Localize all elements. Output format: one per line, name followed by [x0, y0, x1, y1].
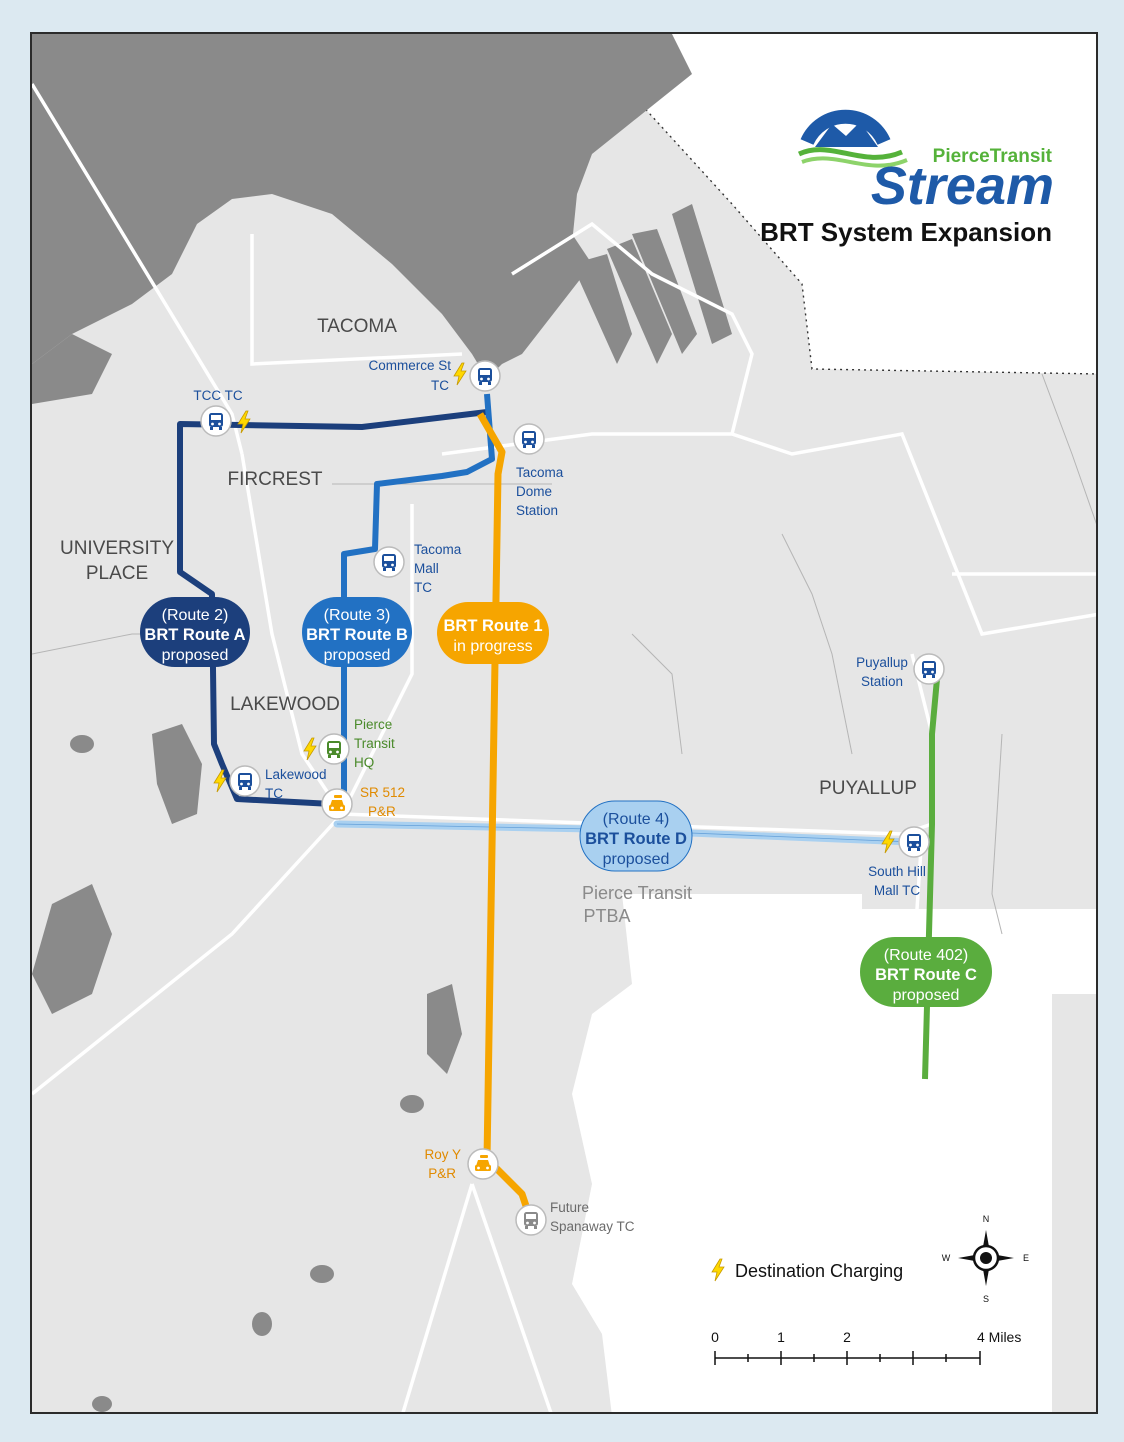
svg-text:BRT Route A: BRT Route A: [144, 626, 245, 644]
svg-text:proposed: proposed: [324, 647, 391, 664]
svg-text:Station: Station: [861, 674, 903, 689]
svg-text:TCC TC: TCC TC: [193, 388, 242, 403]
map-canvas: TACOMA FIRCREST UNIVERSITY PLACE LAKEWOO…: [32, 34, 1096, 1412]
compass-n: N: [983, 1214, 990, 1224]
place-puyallup: PUYALLUP: [819, 778, 917, 799]
legend-charging-label: Destination Charging: [735, 1261, 903, 1281]
stop-tcc-tc[interactable]: TCC TC: [193, 388, 251, 437]
svg-text:South Hill: South Hill: [868, 864, 926, 879]
compass-e: E: [1023, 1253, 1029, 1263]
svg-text:proposed: proposed: [603, 851, 670, 868]
place-place: PLACE: [86, 563, 148, 584]
ptba-boundary: [576, 34, 1096, 375]
svg-text:Roy Y: Roy Y: [424, 1147, 461, 1162]
brand-agency-name: PierceTransit: [933, 146, 1053, 167]
svg-text:Future: Future: [550, 1200, 589, 1215]
route-1-line[interactable]: [476, 412, 536, 1226]
outside-ptba-northeast: [577, 34, 1096, 374]
outside-ptba-edge: [1052, 909, 1096, 994]
svg-text:TC: TC: [431, 378, 449, 393]
lakes: [32, 724, 462, 1412]
svg-text:P&R: P&R: [428, 1166, 456, 1181]
svg-text:BRT Route D: BRT Route D: [585, 830, 687, 848]
svg-text:Mall: Mall: [414, 561, 439, 576]
stop-puyallup-station[interactable]: Puyallup Station: [856, 653, 945, 689]
place-lakewood: LAKEWOOD: [230, 694, 340, 715]
legend: Destination Charging: [711, 1258, 903, 1282]
svg-text:Mall TC: Mall TC: [874, 883, 921, 898]
svg-text:Station: Station: [516, 503, 558, 518]
svg-text:(Route 402): (Route 402): [884, 947, 969, 964]
route-1-pill[interactable]: BRT Route 1 in progress: [437, 602, 549, 664]
svg-text:proposed: proposed: [893, 987, 960, 1004]
svg-text:Lakewood: Lakewood: [265, 767, 327, 782]
scale-label-2: 2: [843, 1329, 851, 1345]
place-fircrest: FIRCREST: [228, 469, 323, 490]
svg-text:BRT Route 1: BRT Route 1: [444, 617, 543, 635]
scale-label-0: 0: [711, 1329, 719, 1345]
place-university: UNIVERSITY: [60, 538, 174, 559]
svg-text:Commerce St: Commerce St: [368, 358, 451, 373]
route-a-pill[interactable]: (Route 2) BRT Route A proposed: [140, 597, 250, 667]
stop-roy-y-park-and-ride[interactable]: Roy Y P&R: [424, 1147, 499, 1181]
svg-text:proposed: proposed: [162, 647, 229, 664]
svg-text:TC: TC: [414, 580, 432, 595]
svg-text:P&R: P&R: [368, 804, 396, 819]
svg-text:Tacoma: Tacoma: [516, 465, 564, 480]
svg-text:BRT Route B: BRT Route B: [306, 626, 408, 644]
ptba-label-2: PTBA: [583, 906, 630, 926]
stop-pierce-transit-hq[interactable]: Pierce Transit HQ: [303, 717, 395, 770]
outside-ptba-southeast: [572, 894, 1052, 1412]
svg-text:Pierce: Pierce: [354, 717, 392, 732]
svg-text:Transit: Transit: [354, 736, 395, 751]
compass-w: W: [942, 1253, 951, 1263]
water-narrows: [32, 334, 112, 404]
scale-label-4: 4 Miles: [977, 1329, 1021, 1345]
brand-product-name: Stream: [871, 156, 1054, 216]
compass-rose: N S E W: [942, 1214, 1029, 1304]
svg-text:HQ: HQ: [354, 755, 374, 770]
stop-future-spanaway-tc[interactable]: Future Spanaway TC: [515, 1200, 635, 1236]
pierce-transit-stream-logo: PierceTransit Stream: [797, 109, 1054, 216]
stop-commerce-st-tc[interactable]: Commerce St TC: [368, 358, 501, 393]
water-tideflats: [492, 204, 732, 364]
scale-bar: 0 1 2 4 Miles: [711, 1329, 1021, 1365]
svg-text:(Route 4): (Route 4): [603, 811, 670, 828]
svg-text:Tacoma: Tacoma: [414, 542, 462, 557]
svg-text:TC: TC: [265, 786, 283, 801]
svg-text:Dome: Dome: [516, 484, 552, 499]
svg-text:Puyallup: Puyallup: [856, 655, 908, 670]
route-b-line[interactable]: [341, 393, 495, 804]
stop-lakewood-tc[interactable]: Lakewood TC: [213, 765, 327, 801]
svg-text:SR 512: SR 512: [360, 785, 405, 800]
stop-tacoma-mall-tc[interactable]: Tacoma Mall TC: [373, 542, 462, 595]
svg-text:Spanaway TC: Spanaway TC: [550, 1219, 635, 1234]
route-d-pill[interactable]: (Route 4) BRT Route D proposed: [579, 800, 693, 872]
stop-south-hill-mall-tc[interactable]: South Hill Mall TC: [868, 826, 930, 898]
svg-text:BRT Route C: BRT Route C: [875, 966, 977, 984]
map-frame: TACOMA FIRCREST UNIVERSITY PLACE LAKEWOO…: [30, 32, 1098, 1414]
stop-tacoma-dome[interactable]: Tacoma Dome Station: [513, 423, 564, 518]
map-title: BRT System Expansion: [760, 217, 1052, 247]
compass-s: S: [983, 1294, 989, 1304]
stop-sr512-park-and-ride[interactable]: SR 512 P&R: [321, 785, 405, 820]
ptba-label-1: Pierce Transit: [582, 883, 692, 903]
svg-text:(Route 2): (Route 2): [162, 607, 229, 624]
svg-text:in progress: in progress: [453, 638, 532, 655]
route-b-pill[interactable]: (Route 3) BRT Route B proposed: [302, 597, 412, 667]
route-c-pill[interactable]: (Route 402) BRT Route C proposed: [860, 937, 992, 1007]
scale-label-1: 1: [777, 1329, 785, 1345]
place-tacoma: TACOMA: [317, 316, 397, 337]
svg-text:(Route 3): (Route 3): [324, 607, 391, 624]
